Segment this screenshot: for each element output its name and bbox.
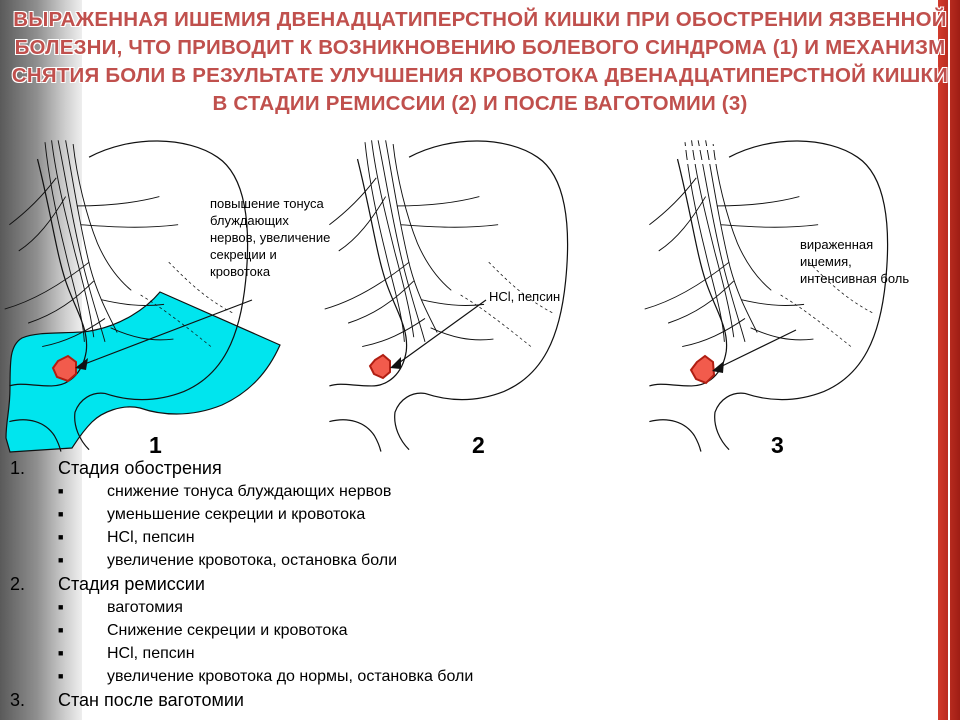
sub-item-text: HCl, пепсин	[107, 645, 195, 662]
stage-item: 3. Стан после ваготомии	[0, 688, 930, 712]
figure-number-3: 3	[771, 432, 784, 458]
figure-number-2: 2	[472, 432, 485, 458]
square-bullet-icon: ■	[58, 648, 64, 658]
sub-item: ■ ваготомия	[0, 596, 930, 619]
stage-number: 3.	[10, 690, 26, 710]
stomach-diagram	[4, 139, 889, 453]
sub-item: ■ Снижение секреции и кровотока	[0, 619, 930, 642]
stage-sub-list: ■ снижение тонуса блуждающих нервов ■ умен…	[0, 480, 930, 572]
sub-item-text: увеличение кровотока до нормы, остановка…	[107, 668, 474, 685]
pointer-line-2	[395, 299, 487, 366]
stage-label: Стадия ремиссии	[58, 574, 205, 594]
sub-item: ■ HCl, пепсин	[0, 642, 930, 665]
sub-item-text: Снижение секреции и кровотока	[107, 622, 348, 639]
annotation-figure-3: вираженная ишемия, интенсивная боль	[800, 237, 910, 286]
right-decor-line	[948, 0, 950, 720]
vagotomy-cut-marks	[685, 146, 735, 164]
square-bullet-icon: ■	[58, 555, 64, 565]
stage-item: 2. Стадия ремиссии ■ ваготомия ■ Снижение …	[0, 572, 930, 688]
sub-item: ■ увеличение кровотока до нормы, остановк…	[0, 665, 930, 688]
square-bullet-icon: ■	[58, 625, 64, 635]
stage-number: 2.	[10, 574, 26, 594]
sub-item-text: HCl, пепсин	[107, 529, 195, 546]
ulcer-marker-3	[689, 354, 716, 385]
annotation-figure-1: повышение тонуса блуждающих нервов, увел…	[210, 196, 331, 279]
sub-item-text: увеличение кровотока, остановка боли	[107, 552, 398, 569]
sub-item-text: уменьшение секреции и кровотока	[107, 506, 366, 523]
square-bullet-icon: ■	[58, 486, 64, 496]
square-bullet-icon: ■	[58, 602, 64, 612]
square-bullet-icon: ■	[58, 532, 64, 542]
sub-item: ■ уменьшение секреции и кровотока	[0, 503, 930, 526]
stage-label: Стадия обострения	[58, 458, 222, 478]
ulcer-marker-1	[51, 354, 77, 383]
figure-number-1: 1	[149, 432, 162, 458]
stage-number: 1.	[10, 458, 26, 478]
stomach-figure-3	[644, 139, 889, 453]
square-bullet-icon: ■	[58, 671, 64, 681]
square-bullet-icon: ■	[58, 509, 64, 519]
stage-item: 1. Стадия обострения ■ снижение тонуса бл…	[0, 456, 930, 572]
sub-item-text: ваготомия	[107, 599, 183, 616]
stage-sub-list: ■ ваготомия ■ Снижение секреции и кровоток…	[0, 596, 930, 688]
stage-list: 1. Стадия обострения ■ снижение тонуса бл…	[0, 456, 930, 712]
stage-label: Стан после ваготомии	[58, 690, 244, 710]
pointer-line-3	[717, 329, 797, 369]
sub-item: ■ увеличение кровотока, остановка боли	[0, 549, 930, 572]
sub-item: ■ HCl, пепсин	[0, 526, 930, 549]
ulcer-marker-2	[368, 353, 391, 380]
stomach-figure-1	[4, 139, 281, 453]
sub-item: ■ снижение тонуса блуждающих нервов	[0, 480, 930, 503]
stomach-figure-2	[324, 139, 569, 453]
sub-item-text: снижение тонуса блуждающих нервов	[107, 483, 392, 500]
annotation-figure-2: HCl, пепсин	[489, 289, 561, 304]
slide-title: ВЫРАЖЕННАЯ ИШЕМИЯ ДВЕНАДЦАТИПЕРСТНОЙ КИШ…	[11, 8, 949, 115]
pointer-line-1	[81, 299, 253, 366]
